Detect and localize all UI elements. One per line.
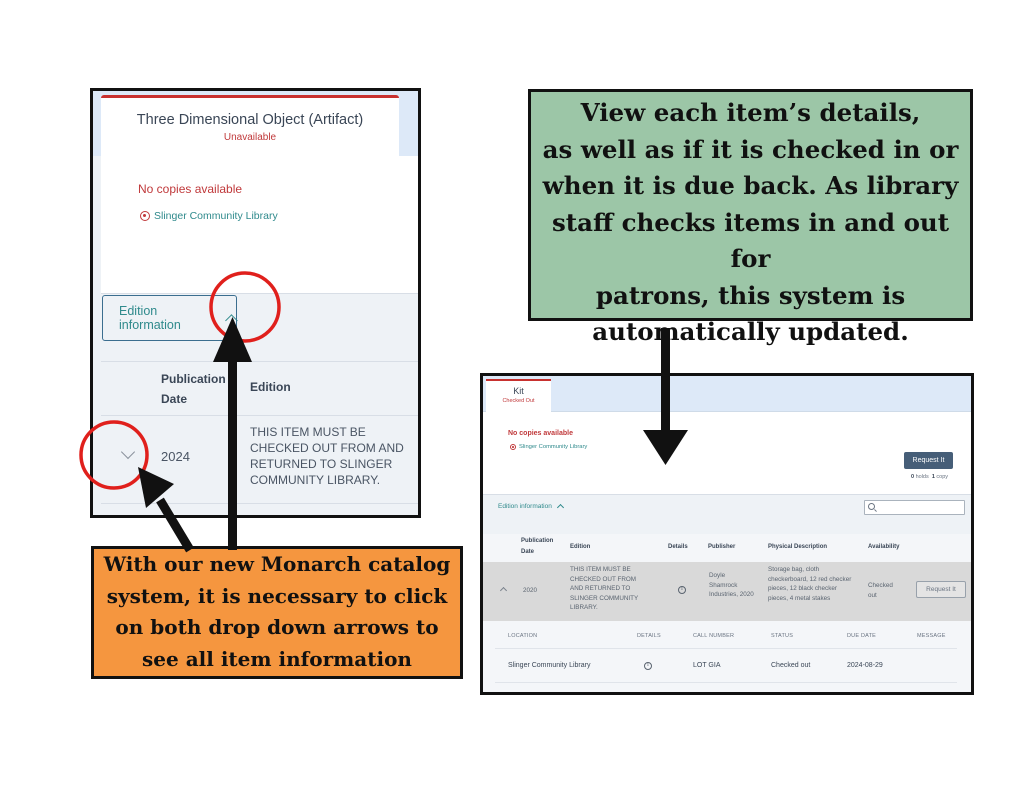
format-tab-status: Checked Out xyxy=(502,398,535,404)
row-publication-year: 2024 xyxy=(161,449,190,464)
edition-table-header xyxy=(483,534,971,562)
copies-table xyxy=(483,621,971,692)
copy-header-due-date: DUE DATE xyxy=(847,633,877,639)
column-header-publisher: Publisher xyxy=(708,544,736,550)
right-screenshot-panel: Kit Checked Out No copies available Slin… xyxy=(480,373,974,695)
column-header-edition: Edition xyxy=(570,544,591,550)
row-availability: Checked out xyxy=(868,582,893,599)
column-header-details: Details xyxy=(668,544,688,550)
copies-count: 1 xyxy=(931,474,935,480)
column-header-physical-description: Physical Description xyxy=(768,544,828,550)
callout-line: With our new Monarch catalog xyxy=(103,552,451,576)
callout-line: automatically updated. xyxy=(592,317,909,346)
callout-line: View each item’s details, xyxy=(580,98,921,127)
callout-line: staff checks items in and out for xyxy=(551,207,950,274)
callout-line: see all item information xyxy=(142,646,412,671)
copies-label: copy xyxy=(936,474,949,480)
green-callout: View each item’s details, as well as if … xyxy=(528,89,973,346)
library-location-label: Slinger Community Library xyxy=(519,444,588,450)
row-publisher: Doyle Shamrock Industries, 2020 xyxy=(709,572,754,598)
edition-row xyxy=(483,562,971,621)
format-tab-artifact[interactable]: Three Dimensional Object (Artifact) Unav… xyxy=(101,95,399,295)
holds-count: 0 xyxy=(911,474,915,480)
row-physical-description: Storage bag, cloth checkerboard, 12 red … xyxy=(768,566,852,602)
holds-summary: 0 holds 1 copy xyxy=(911,474,948,480)
copy-header-message: MESSAGE xyxy=(917,633,946,639)
copies-divider xyxy=(495,648,957,649)
copies-divider xyxy=(495,682,957,683)
edition-information-toggle[interactable]: Edition information xyxy=(498,502,564,512)
edition-information-label: Edition information xyxy=(119,304,181,332)
column-header-publication-date: Publication Date xyxy=(521,538,554,555)
edition-table-header xyxy=(101,361,418,416)
callout-line: as well as if it is checked in or xyxy=(542,134,959,164)
library-location-link[interactable]: Slinger Community Library xyxy=(140,210,278,222)
chevron-up-icon xyxy=(225,314,238,327)
callout-line: on both drop down arrows to xyxy=(115,615,439,639)
copy-location: Slinger Community Library xyxy=(508,662,591,669)
column-header-publication-date: Publication Date xyxy=(161,372,226,406)
edition-information-label: Edition information xyxy=(498,502,552,510)
holds-label: holds xyxy=(915,474,929,480)
chevron-down-icon[interactable] xyxy=(120,444,136,460)
row-edition-note: THIS ITEM MUST BE CHECKED OUT FROM AND R… xyxy=(570,566,639,611)
tab-strip xyxy=(483,376,971,412)
copy-header-location: LOCATION xyxy=(508,633,538,639)
format-tab-title: Three Dimensional Object (Artifact) xyxy=(136,112,364,128)
location-target-icon xyxy=(510,444,516,450)
edition-information-toggle[interactable]: Edition information xyxy=(102,295,238,341)
callout-line: patrons, this system is xyxy=(595,280,906,310)
copy-header-details: DETAILS xyxy=(637,633,661,639)
info-icon[interactable] xyxy=(644,662,652,670)
orange-callout: With our new Monarch catalog system, it … xyxy=(91,546,463,679)
copy-header-status: STATUS xyxy=(771,633,794,639)
copy-header-call-number: CALL NUMBER xyxy=(693,633,735,639)
left-screenshot-panel: Three Dimensional Object (Artifact) Unav… xyxy=(90,88,421,518)
library-location-link[interactable]: Slinger Community Library xyxy=(510,444,587,450)
search-icon xyxy=(868,503,875,510)
copy-due-date: 2024-08-29 xyxy=(847,662,883,669)
row-divider xyxy=(101,503,418,504)
library-location-label: Slinger Community Library xyxy=(154,210,278,222)
format-tab-status: Unavailable xyxy=(223,132,277,143)
callout-line: when it is due back. As library xyxy=(542,171,959,200)
location-target-icon xyxy=(140,211,150,221)
row-request-it-button[interactable]: Request It xyxy=(916,581,966,598)
column-header-edition: Edition xyxy=(250,380,291,394)
edition-search-input[interactable] xyxy=(864,500,965,515)
copy-status: Checked out xyxy=(771,662,811,669)
chevron-up-icon xyxy=(556,503,564,512)
column-header-availability: Availability xyxy=(868,544,900,550)
request-it-button[interactable]: Request It xyxy=(904,452,953,469)
no-copies-label: No copies available xyxy=(508,430,573,437)
callout-line: system, it is necessary to click xyxy=(106,583,448,608)
format-tab-title: Kit xyxy=(513,386,524,396)
info-icon[interactable] xyxy=(678,586,686,594)
row-edition-note: THIS ITEM MUST BE CHECKED OUT FROM AND R… xyxy=(250,425,404,487)
no-copies-label: No copies available xyxy=(138,182,243,196)
row-publication-year: 2020 xyxy=(523,587,538,594)
copy-call-number: LOT GIA xyxy=(693,662,721,669)
format-tab-kit[interactable]: Kit Checked Out xyxy=(486,379,551,413)
